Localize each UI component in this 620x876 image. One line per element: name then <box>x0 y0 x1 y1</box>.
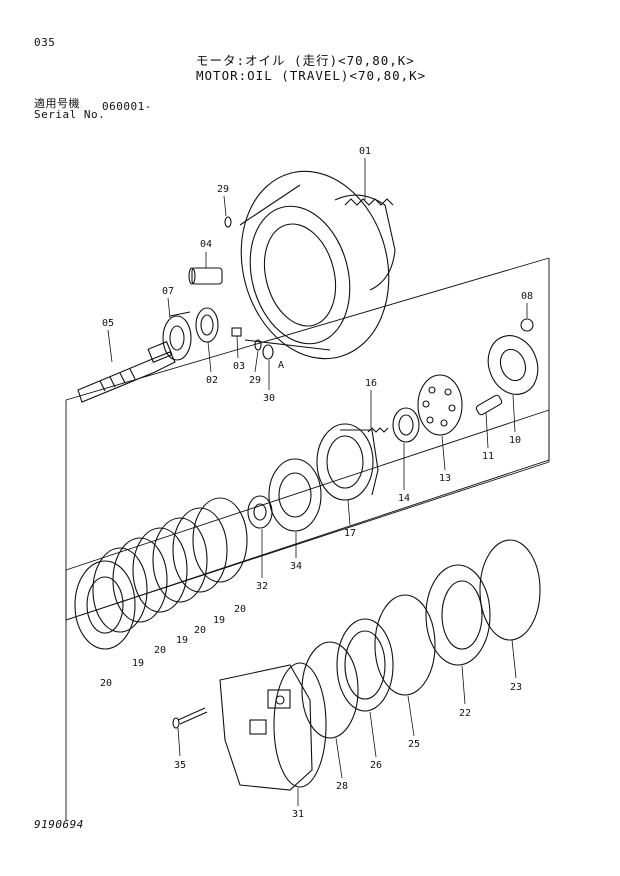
callout-29: 29 <box>217 184 229 195</box>
callout-03: 03 <box>233 361 245 372</box>
part-02-seal <box>195 307 219 343</box>
callout-28: 28 <box>336 781 348 792</box>
callout-17: 17 <box>344 528 356 539</box>
part-05-shaft <box>77 341 176 403</box>
leader-line <box>461 665 466 705</box>
part-17-cylinder-block <box>316 423 379 501</box>
part-10-valve-plate <box>487 335 539 395</box>
callout-20d: 20 <box>100 678 112 689</box>
callout-labels: 01 29 04 07 05 02 03 29 30 08 16 10 11 1… <box>100 146 533 820</box>
part-28-o-ring <box>301 641 359 739</box>
callout-02: 02 <box>206 375 218 386</box>
callout-04: 04 <box>200 239 212 250</box>
title-japanese: モータ:オイル (走行)<70,80,K> <box>196 53 415 68</box>
part-34-bearing <box>268 458 322 532</box>
part-07-bearing <box>162 311 192 361</box>
callout-10: 10 <box>509 435 521 446</box>
callout-20c: 20 <box>154 645 166 656</box>
serial-label-japanese: 適用号機 <box>34 97 80 110</box>
callout-07: 07 <box>162 286 174 297</box>
leader-line <box>236 335 239 359</box>
leader-line <box>369 711 377 758</box>
callout-19b: 19 <box>176 635 188 646</box>
part-23-o-ring <box>479 539 541 641</box>
part-30-check-valve <box>262 344 274 360</box>
callout-25: 25 <box>408 739 420 750</box>
part-08-ball <box>520 318 534 332</box>
group-boundary-line <box>65 257 550 401</box>
part-11-pin <box>475 394 503 416</box>
callout-16: 16 <box>365 378 377 389</box>
callout-20b: 20 <box>194 625 206 636</box>
part-03-plug <box>231 327 242 337</box>
callout-31: 31 <box>292 809 304 820</box>
callout-26: 26 <box>370 760 382 771</box>
callout-13: 13 <box>439 473 451 484</box>
leader-line <box>441 435 446 471</box>
callout-19a: 19 <box>213 615 225 626</box>
callout-05: 05 <box>102 318 114 329</box>
title-english: MOTOR:OIL (TRAVEL)<70,80,K> <box>196 68 427 83</box>
callout-08: 08 <box>521 291 533 302</box>
leader-line <box>167 297 171 319</box>
leader-line <box>223 195 227 217</box>
serial-label-english: Serial No. <box>34 108 106 121</box>
part-35-bolt <box>172 707 208 729</box>
callout-14: 14 <box>398 493 410 504</box>
callout-32: 32 <box>256 581 268 592</box>
leader-line <box>485 411 489 449</box>
page-number: 035 <box>34 36 56 49</box>
part-32-bearing <box>247 495 273 529</box>
part-13-retainer-plate <box>417 374 463 436</box>
part-26-plate <box>336 618 394 712</box>
part-16-spring <box>367 427 389 433</box>
leader-line <box>207 341 212 373</box>
leader-line <box>511 639 517 679</box>
leader-line <box>347 499 351 526</box>
part-29-small-pin <box>224 216 232 228</box>
leader-line <box>335 737 343 779</box>
group-boundary-line <box>65 258 550 621</box>
callout-22: 22 <box>459 708 471 719</box>
leader-line <box>407 695 415 737</box>
part-04-pin <box>188 267 223 285</box>
callout-11: 11 <box>482 451 494 462</box>
leader-line <box>107 329 113 363</box>
part-25-o-ring <box>374 594 436 696</box>
group-boundary-line <box>65 409 550 571</box>
callout-20a: 20 <box>234 604 246 615</box>
callout-35: 35 <box>174 760 186 771</box>
callout-23: 23 <box>510 682 522 693</box>
callout-29b: 29 <box>249 375 261 386</box>
marker-a: A <box>278 360 284 371</box>
callout-34: 34 <box>290 561 302 572</box>
part-31-cover <box>219 662 327 791</box>
serial-value: 060001- <box>102 100 152 113</box>
part-01-housing <box>239 170 396 360</box>
leader-line <box>512 394 516 433</box>
part-14-bushing <box>392 407 420 443</box>
part-29-small-pin <box>254 339 262 351</box>
part-19-20-friction-plates <box>74 497 248 650</box>
document-number: 9190694 <box>34 818 84 831</box>
callout-30: 30 <box>263 393 275 404</box>
leader-line <box>177 727 181 757</box>
leader-line <box>254 350 259 373</box>
callout-01: 01 <box>359 146 371 157</box>
part-22-piston <box>425 564 491 666</box>
callout-19c: 19 <box>132 658 144 669</box>
